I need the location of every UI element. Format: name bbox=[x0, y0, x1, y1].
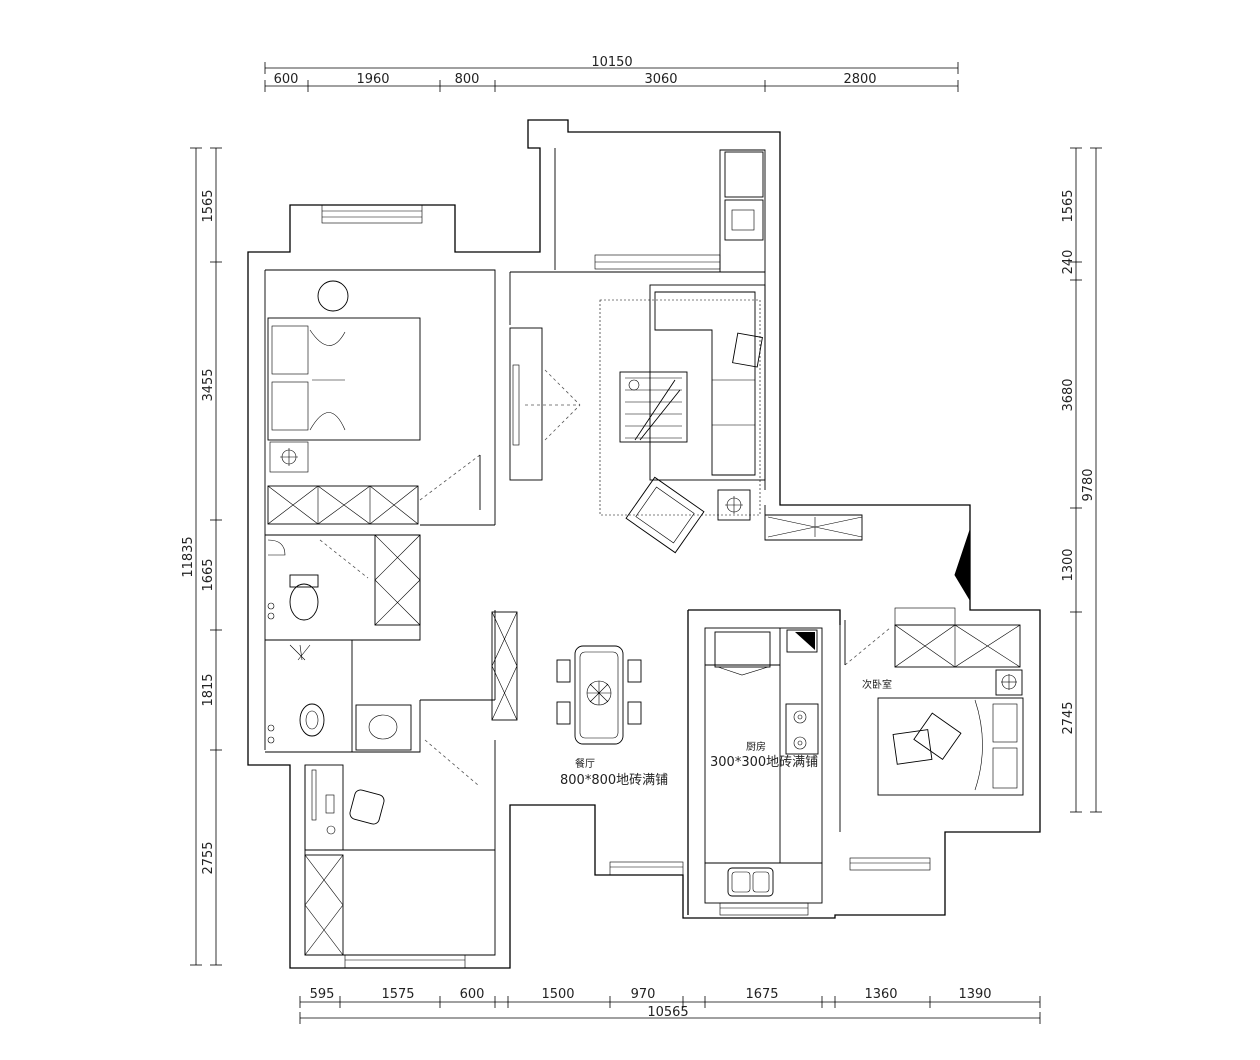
right-segment-5: 2745 bbox=[1061, 701, 1076, 734]
living-room bbox=[599, 284, 766, 554]
bottom-segment-3: 600 bbox=[460, 987, 485, 1002]
dining-floor-note: 800*800地砖满铺 bbox=[560, 773, 668, 788]
right-segment-1: 1565 bbox=[1061, 189, 1076, 222]
dining-area: 餐厅 800*800地砖满铺 bbox=[491, 611, 668, 788]
lamp-icon bbox=[317, 280, 349, 312]
armchair bbox=[625, 476, 705, 554]
side-table bbox=[717, 489, 751, 521]
wardrobe bbox=[267, 485, 419, 525]
entry-cabinet bbox=[767, 516, 971, 602]
left-segment-5: 2755 bbox=[201, 841, 216, 874]
interior-walls bbox=[420, 524, 595, 806]
bathroom-upper bbox=[265, 534, 421, 641]
bedroom2-bed bbox=[877, 697, 1024, 796]
top-segment-1: 600 bbox=[274, 72, 299, 87]
kitchen-floor-note: 300*300地砖满铺 bbox=[710, 755, 818, 770]
sofa-back bbox=[649, 284, 766, 481]
left-dimensions: 11835 1565 3455 1665 1815 2755 bbox=[181, 147, 222, 966]
bottom-segment-5: 970 bbox=[631, 987, 656, 1002]
windows bbox=[321, 204, 931, 969]
bottom-segment-2: 1575 bbox=[381, 987, 414, 1002]
gas-stove bbox=[785, 703, 819, 755]
bedroom2-name: 次卧室 bbox=[862, 678, 892, 691]
entrance-marker bbox=[954, 529, 971, 602]
cushion bbox=[732, 332, 763, 368]
bottom-segment-4: 1500 bbox=[541, 987, 574, 1002]
right-segment-3: 3680 bbox=[1061, 378, 1076, 411]
tv-cabinet bbox=[509, 327, 581, 481]
rug bbox=[599, 299, 761, 516]
exterior-walls bbox=[247, 119, 1041, 969]
study-room bbox=[304, 764, 495, 956]
right-segment-2: 240 bbox=[1061, 250, 1076, 275]
bottom-segment-7: 1360 bbox=[864, 987, 897, 1002]
nightstand bbox=[269, 441, 309, 473]
second-bedroom: 次卧室 bbox=[839, 607, 1024, 832]
tall-cabinet bbox=[491, 611, 518, 721]
right-dimensions: 1565 240 3680 1300 2745 9780 bbox=[1061, 147, 1102, 813]
shower-cabinet bbox=[374, 534, 421, 626]
kitchen-room-name: 厨房 bbox=[746, 740, 766, 753]
study-chair bbox=[349, 789, 385, 825]
bottom-dimensions: 595 1575 600 1500 970 1675 1360 1390 105… bbox=[299, 987, 1041, 1024]
top-segment-3: 800 bbox=[455, 72, 480, 87]
top-total-label: 10150 bbox=[591, 55, 632, 70]
bedroom2-wardrobe bbox=[894, 624, 1021, 668]
dining-room-name: 餐厅 bbox=[575, 757, 595, 770]
double-bed bbox=[267, 317, 421, 441]
bathroom-lower bbox=[265, 639, 479, 786]
top-segment-2: 1960 bbox=[356, 72, 389, 87]
top-segment-4: 3060 bbox=[644, 72, 677, 87]
coffee-table bbox=[619, 371, 688, 443]
top-segment-5: 2800 bbox=[843, 72, 876, 87]
kitchen-sink bbox=[727, 867, 774, 897]
bedroom2-nightstand bbox=[995, 669, 1023, 696]
basin bbox=[299, 703, 325, 737]
kitchen: 厨房 300*300地砖满铺 bbox=[687, 609, 841, 915]
toilet bbox=[289, 574, 319, 588]
master-bedroom bbox=[267, 280, 481, 525]
right-total-label: 9780 bbox=[1081, 468, 1096, 501]
left-segment-2: 3455 bbox=[201, 368, 216, 401]
left-segment-3: 1665 bbox=[201, 558, 216, 591]
balcony-laundry bbox=[724, 151, 764, 241]
bottom-segment-8: 1390 bbox=[958, 987, 991, 1002]
left-total-label: 11835 bbox=[181, 536, 196, 577]
top-dimensions: 10150 600 1960 800 3060 2800 bbox=[264, 55, 959, 92]
bottom-segment-1: 595 bbox=[310, 987, 335, 1002]
bottom-total-label: 10565 bbox=[647, 1005, 688, 1020]
left-segment-4: 1815 bbox=[201, 673, 216, 706]
refrigerator bbox=[714, 631, 771, 668]
right-segment-4: 1300 bbox=[1061, 548, 1076, 581]
left-segment-1: 1565 bbox=[201, 189, 216, 222]
dining-table bbox=[574, 645, 624, 745]
bottom-segment-6: 1675 bbox=[745, 987, 778, 1002]
